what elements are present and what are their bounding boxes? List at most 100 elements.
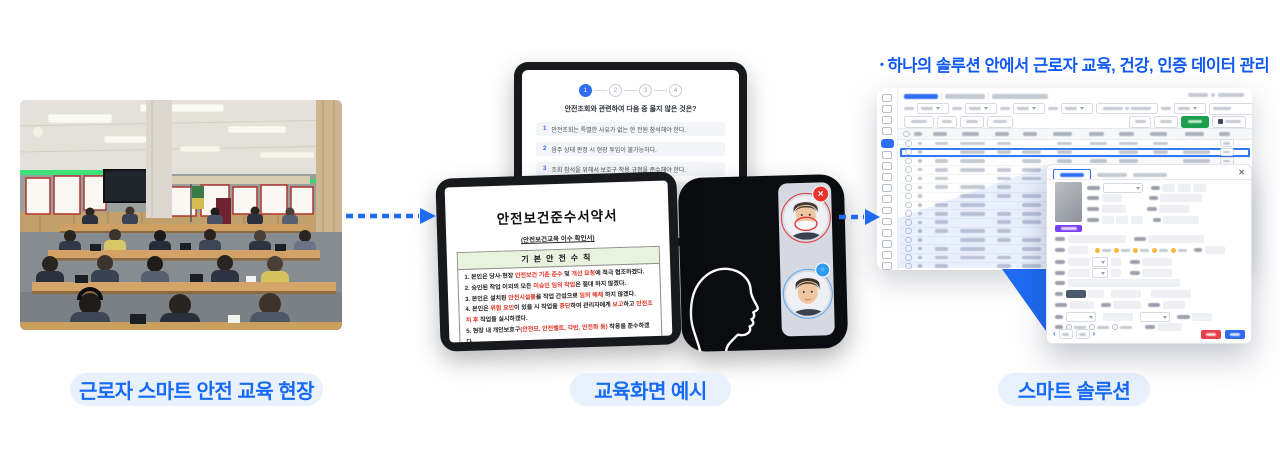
input-field[interactable] [1177,184,1191,192]
quiz-step-2[interactable]: 2 [609,84,622,97]
modal-tab-3[interactable] [1133,172,1167,177]
row-checkbox[interactable] [905,254,912,261]
input-field[interactable] [1192,313,1212,321]
sidebar-item-icon[interactable] [882,127,892,136]
filter-dropdown[interactable] [1174,103,1206,114]
row-checkbox[interactable] [905,262,912,270]
input-field[interactable] [1162,184,1175,192]
tab-worker-2[interactable] [945,94,985,99]
sidebar-item-icon[interactable] [882,94,892,102]
delete-button[interactable] [1201,329,1221,339]
reset-button[interactable] [937,115,957,128]
input-field[interactable] [1101,205,1126,213]
input-field[interactable] [1130,216,1143,224]
row-checkbox[interactable] [905,157,912,165]
quiz-step-1[interactable]: 1 [579,84,592,97]
select-field[interactable] [1139,312,1170,322]
row-checkbox[interactable] [905,245,912,252]
search-dark-button[interactable] [1065,290,1086,298]
modal-tab-2[interactable] [1097,172,1127,177]
row-checkbox[interactable] [905,210,912,217]
input-field[interactable] [1116,216,1128,224]
print-button[interactable] [1154,115,1178,128]
input-field[interactable] [1157,323,1182,331]
input-field[interactable] [1069,301,1094,309]
sidebar-item-icon[interactable] [882,184,892,193]
tab-worker-3[interactable] [992,94,1048,99]
input-field[interactable] [1067,279,1180,287]
table-row[interactable] [900,139,1250,149]
row-checkbox[interactable] [905,201,912,209]
sidebar-item-icon[interactable] [882,162,892,170]
input-field[interactable] [1113,301,1141,309]
first-page-icon[interactable]: ‹ [1053,329,1056,338]
input-field[interactable] [1067,258,1090,266]
sidebar-item-icon[interactable] [882,150,892,159]
row-action-chip[interactable] [1219,139,1234,148]
tab-worker-info[interactable] [904,94,938,99]
sidebar-item-icon[interactable] [882,217,892,226]
radio-button[interactable] [1088,324,1095,330]
input-field[interactable] [1163,216,1199,224]
input-field[interactable] [1159,205,1189,213]
row-checkbox[interactable] [905,166,912,173]
row-checkbox[interactable] [905,236,912,244]
filter-dropdown[interactable] [1061,103,1093,114]
row-checkbox[interactable] [905,192,912,200]
input-field[interactable] [1110,269,1121,277]
quiz-step-3[interactable]: 3 [639,84,652,97]
excel-download-button[interactable] [1181,115,1209,128]
sidebar-item-active[interactable] [880,138,894,148]
input-field[interactable] [1101,194,1122,202]
row-checkbox[interactable] [905,175,912,182]
select-field[interactable] [1092,257,1108,267]
input-field[interactable] [1067,246,1088,254]
sidebar-item-icon[interactable] [882,251,892,259]
view-button[interactable] [987,115,1013,128]
input-field[interactable] [1067,269,1090,277]
add-button[interactable] [1129,115,1151,128]
input-field[interactable] [1204,246,1225,254]
row-checkbox[interactable] [905,148,912,156]
input-field[interactable] [1088,290,1104,298]
input-field[interactable] [1101,216,1114,224]
input-field[interactable] [1142,258,1172,266]
sidebar-item-icon[interactable] [882,105,892,113]
date-range-picker[interactable] [1096,103,1158,114]
input-field[interactable] [1162,301,1185,309]
sidebar-item-icon[interactable] [882,195,892,204]
input-field[interactable] [1160,194,1202,202]
sidebar-item-icon[interactable] [882,116,892,124]
sidebar-item-icon[interactable] [882,239,892,248]
sidebar-item-icon[interactable] [882,206,892,215]
input-field[interactable] [1148,235,1204,243]
row-action-chip[interactable] [1219,148,1234,157]
site-select-button[interactable] [1212,115,1246,128]
filter-dropdown[interactable] [917,103,949,114]
row-checkbox[interactable] [905,227,912,235]
select-field[interactable] [1102,183,1143,193]
input-field[interactable] [1067,235,1126,243]
quiz-step-4[interactable]: 4 [669,84,682,97]
input-field[interactable] [1142,269,1172,277]
input-field[interactable] [1110,258,1121,266]
filter-dropdown[interactable] [1013,103,1045,114]
radio-button[interactable] [1111,324,1118,330]
select-field[interactable] [1092,268,1108,278]
sidebar-item-icon[interactable] [882,262,892,270]
search-input[interactable] [1209,102,1252,115]
row-checkbox[interactable] [905,219,912,226]
input-field[interactable] [1193,184,1206,192]
filter-dropdown[interactable] [965,103,997,114]
sort-button[interactable] [960,115,984,128]
close-icon[interactable]: ✕ [1238,168,1245,177]
sidebar-item-icon[interactable] [882,228,892,237]
input-field[interactable] [1111,290,1141,298]
next-page-icon[interactable]: › [1092,329,1096,338]
save-button[interactable] [1225,329,1245,339]
search-button[interactable] [904,115,934,128]
row-checkbox[interactable] [905,140,912,147]
